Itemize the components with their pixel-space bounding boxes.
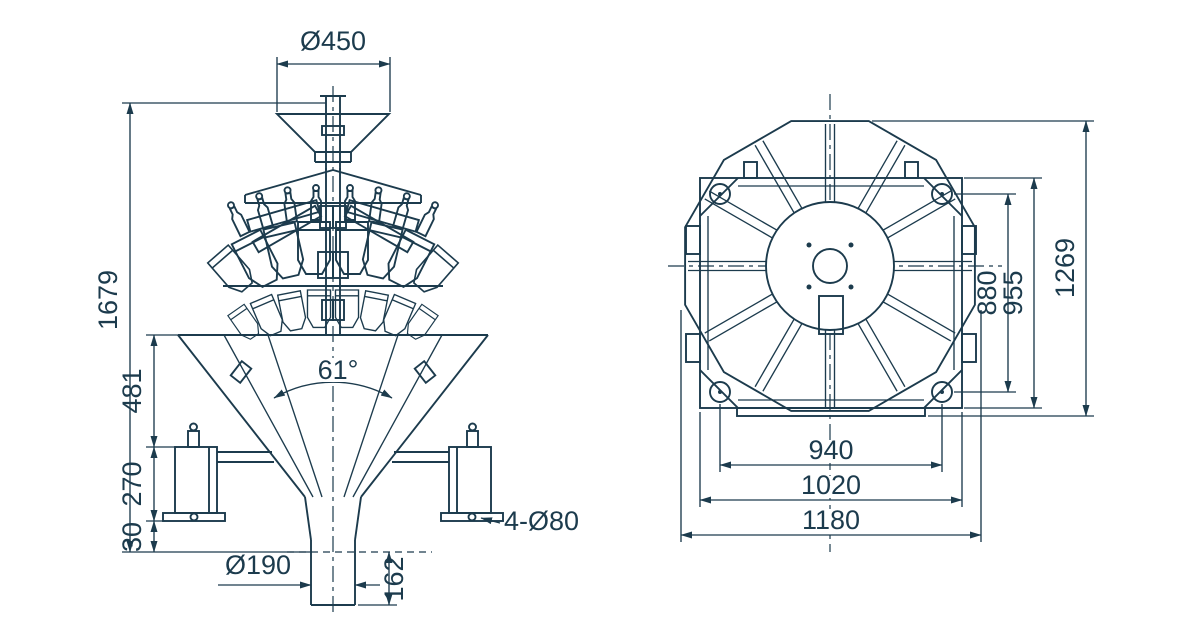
dim-label-leg-height: 270	[117, 461, 147, 506]
corner-bolt-hole	[709, 381, 731, 403]
dim-label-mount-holes: 4-Ø80	[504, 506, 579, 536]
side-bracket	[961, 225, 977, 255]
dim-total-height: 1679	[93, 102, 326, 553]
corner-bolt-hole	[931, 183, 953, 205]
dim-label-outlet-height: 162	[379, 556, 409, 601]
dim-label-total-height: 1679	[93, 270, 123, 330]
dim-mount-holes: 4-Ø80	[480, 506, 579, 536]
dim-foot-height: 30	[117, 520, 158, 553]
dim-frame-width: 1020	[699, 412, 963, 507]
dim-label-frame-height: 955	[998, 270, 1028, 315]
dim-label-frame-width: 1020	[801, 470, 861, 500]
front-view: 61° Ø450 1679 481 270	[93, 26, 579, 616]
side-bracket	[685, 225, 701, 255]
top-hook	[743, 161, 758, 179]
dim-label-overall-width: 1180	[802, 505, 860, 535]
top-hook	[904, 161, 919, 179]
feed-hopper	[274, 95, 392, 170]
dim-label-hopper-section-height: 481	[117, 368, 147, 413]
dim-label-outlet-diameter: Ø190	[225, 550, 291, 580]
dim-label-cone-angle: 61°	[318, 355, 359, 385]
center-shaft	[812, 248, 848, 284]
top-view: 880 955 1269 940	[668, 94, 1094, 552]
dim-hopper-section-height: 481	[117, 334, 182, 448]
base-bar	[736, 407, 926, 417]
dim-overall-width: 1180	[680, 310, 982, 542]
dim-overall-height: 1269	[872, 120, 1094, 417]
corner-bolt-hole	[709, 183, 731, 205]
corner-bolt-hole	[931, 381, 953, 403]
dim-bolt-span-width: 940	[719, 404, 943, 472]
dim-bolt-span-height: 880	[954, 193, 1016, 393]
dim-outlet-height: 162	[358, 551, 409, 606]
mounting-frame	[685, 161, 977, 417]
main-cone	[177, 334, 489, 498]
fan-housing	[684, 120, 976, 412]
dim-top-diameter: Ø450	[276, 26, 391, 112]
dim-outlet-diameter: Ø190	[218, 550, 380, 589]
weigh-hopper-ring-half-mirror	[163, 168, 333, 521]
dim-frame-height: 955	[964, 177, 1042, 409]
dim-label-foot-height: 30	[117, 522, 147, 552]
discharge-chute	[304, 496, 362, 606]
dim-label-overall-height: 1269	[1050, 238, 1080, 298]
dim-leg-height: 270	[117, 446, 165, 522]
side-bracket	[685, 333, 701, 363]
mount-hole	[467, 512, 477, 522]
center-disc	[765, 201, 895, 331]
dim-label-bolt-span-height: 880	[972, 270, 1002, 315]
dim-label-bolt-span-width: 940	[808, 435, 853, 465]
dim-cone-angle: 61°	[273, 355, 393, 399]
weigh-hopper-ring-half	[332, 168, 504, 522]
side-bracket	[961, 333, 977, 363]
motor-box	[818, 295, 844, 335]
dim-label-top-diameter: Ø450	[300, 26, 366, 56]
